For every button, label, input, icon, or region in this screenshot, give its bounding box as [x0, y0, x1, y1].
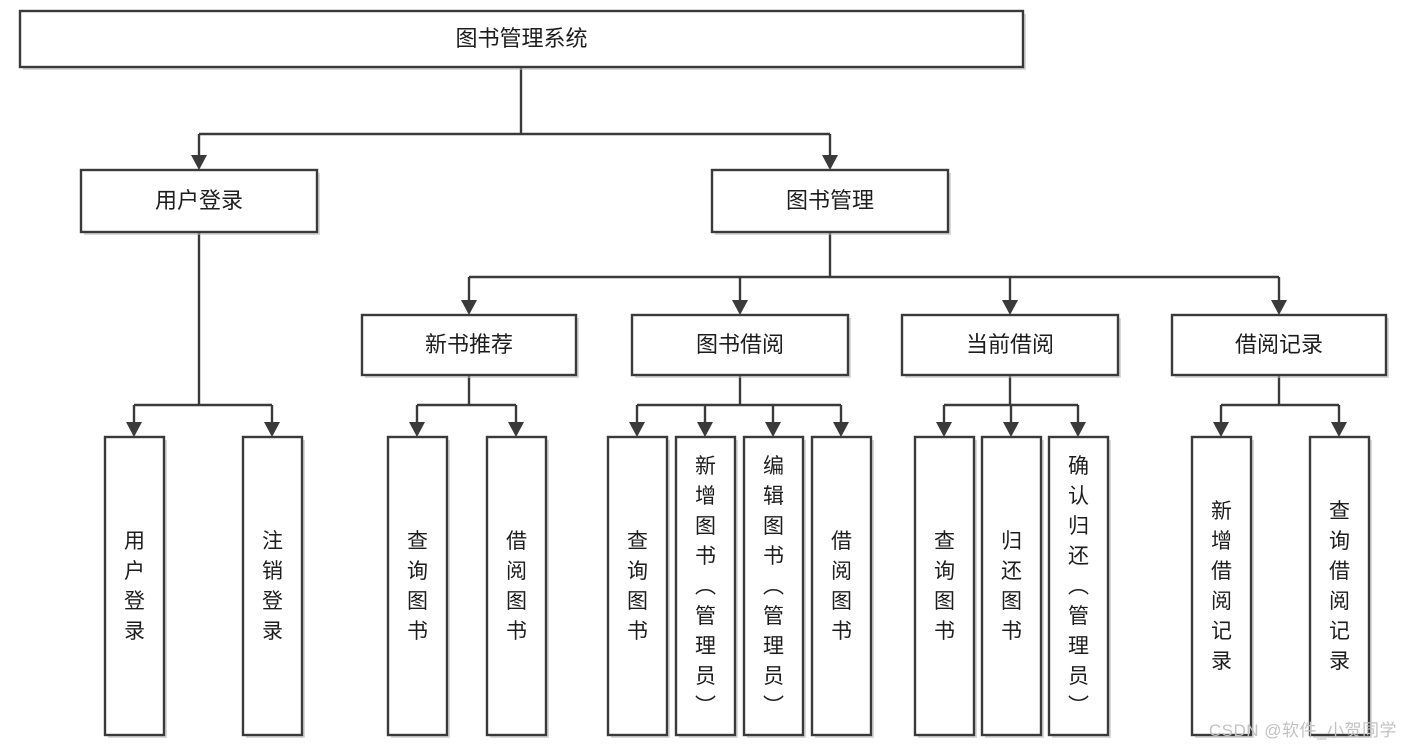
leaf-node-9[interactable]: 查询图书	[913, 435, 977, 738]
leaf-node-1[interactable]: 用户登录	[103, 435, 167, 738]
node-rect[interactable]	[1170, 313, 1388, 377]
node-label: 新增图书︵管理员︶	[695, 455, 716, 718]
leaf-node-8[interactable]: 借阅图书	[810, 435, 874, 738]
connector-layer	[126, 67, 1347, 437]
leaf-node-13[interactable]: 查询借阅记录	[1308, 435, 1372, 738]
node-rect[interactable]	[360, 313, 578, 377]
node-rect[interactable]	[980, 435, 1043, 737]
csdn-watermark: CSDN @软件_小贺同学	[1208, 721, 1397, 740]
level2-node-4[interactable]: 借阅记录	[1170, 313, 1389, 378]
node-rect[interactable]	[1190, 435, 1253, 737]
arrow-head-icon	[1003, 422, 1019, 437]
node-label: 查询图书	[934, 530, 955, 643]
node-label: 借阅记录	[1235, 332, 1323, 357]
leaf-node-10[interactable]: 归还图书	[980, 435, 1044, 738]
node-label: 图书管理	[786, 188, 874, 213]
node-rect[interactable]	[606, 435, 669, 737]
arrow-head-icon	[833, 422, 849, 437]
leaf-node-12[interactable]: 新增借阅记录	[1190, 435, 1254, 738]
node-rect[interactable]	[630, 313, 850, 377]
arrow-head-icon	[126, 422, 142, 437]
node-label: 编辑图书︵管理员︶	[763, 455, 784, 718]
node-label: 新书推荐	[425, 332, 513, 357]
arrow-head-icon	[822, 155, 838, 170]
leaf-node-6[interactable]: 新增图书︵管理员︶	[674, 435, 738, 738]
node-rect[interactable]	[386, 435, 449, 737]
node-rect[interactable]	[1047, 435, 1110, 737]
node-rect[interactable]	[710, 168, 950, 234]
node-rect[interactable]	[241, 435, 304, 737]
arrow-head-icon	[1213, 422, 1229, 437]
level2-node-1[interactable]: 新书推荐	[360, 313, 579, 378]
connector-manage-bus	[461, 232, 1287, 315]
root-node-1[interactable]: 图书管理系统	[18, 9, 1026, 70]
node-label: 确认归还︵管理员︶	[1068, 455, 1089, 718]
arrow-head-icon	[1070, 422, 1086, 437]
connector-current-bus	[936, 375, 1086, 437]
arrow-head-icon	[629, 422, 645, 437]
leaf-node-2[interactable]: 注销登录	[241, 435, 305, 738]
node-label: 图书借阅	[696, 332, 784, 357]
node-rect[interactable]	[913, 435, 976, 737]
node-label: 用户登录	[124, 530, 145, 643]
level2-node-3[interactable]: 当前借阅	[900, 313, 1121, 378]
connector-root-bus	[191, 67, 838, 170]
node-label: 用户登录	[155, 188, 243, 213]
node-rect[interactable]	[485, 435, 548, 737]
node-rect[interactable]	[18, 9, 1025, 69]
level2-node-2[interactable]: 图书借阅	[630, 313, 851, 378]
node-rect[interactable]	[674, 435, 737, 737]
node-label: 当前借阅	[966, 332, 1054, 357]
node-label: 查询借阅记录	[1329, 500, 1350, 673]
node-layer: 图书管理系统用户登录图书管理新书推荐图书借阅当前借阅借阅记录用户登录注销登录查询…	[18, 9, 1389, 738]
arrow-head-icon	[461, 300, 477, 315]
leaf-node-4[interactable]: 借阅图书	[485, 435, 549, 738]
leaf-node-7[interactable]: 编辑图书︵管理员︶	[742, 435, 806, 738]
node-rect[interactable]	[79, 168, 319, 234]
leaf-node-3[interactable]: 查询图书	[386, 435, 450, 738]
connector-borrow-bus	[629, 375, 849, 437]
arrow-head-icon	[765, 422, 781, 437]
node-label: 借阅图书	[506, 530, 527, 643]
connector-newbook-bus	[409, 375, 524, 437]
arrow-head-icon	[508, 422, 524, 437]
arrow-head-icon	[732, 300, 748, 315]
connector-record-bus	[1213, 375, 1347, 437]
node-label: 归还图书	[1001, 530, 1022, 643]
node-label: 图书管理系统	[455, 26, 587, 51]
node-label: 借阅图书	[831, 530, 852, 643]
arrow-head-icon	[936, 422, 952, 437]
arrow-head-icon	[1002, 300, 1018, 315]
node-rect[interactable]	[810, 435, 873, 737]
node-rect[interactable]	[1308, 435, 1371, 737]
level1-node-1[interactable]: 用户登录	[79, 168, 320, 235]
arrow-head-icon	[264, 422, 280, 437]
arrow-head-icon	[1271, 300, 1287, 315]
node-label: 新增借阅记录	[1211, 500, 1232, 673]
level1-node-2[interactable]: 图书管理	[710, 168, 951, 235]
leaf-node-11[interactable]: 确认归还︵管理员︶	[1047, 435, 1111, 738]
node-rect[interactable]	[742, 435, 805, 737]
connector-login-bus	[126, 232, 280, 437]
node-label: 注销登录	[262, 530, 283, 643]
arrow-head-icon	[1331, 422, 1347, 437]
leaf-node-5[interactable]: 查询图书	[606, 435, 670, 738]
arrow-head-icon	[409, 422, 425, 437]
node-rect[interactable]	[103, 435, 166, 737]
node-label: 查询图书	[627, 530, 648, 643]
node-rect[interactable]	[900, 313, 1120, 377]
arrow-head-icon	[697, 422, 713, 437]
arrow-head-icon	[191, 155, 207, 170]
node-label: 查询图书	[407, 530, 428, 643]
